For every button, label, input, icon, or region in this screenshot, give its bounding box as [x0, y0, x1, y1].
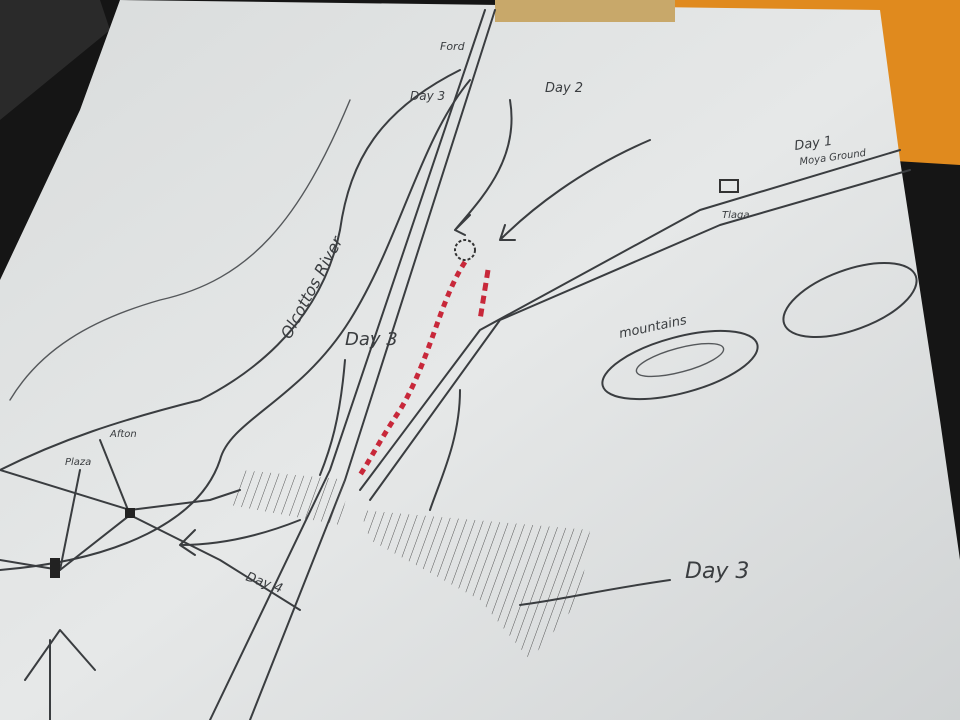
- building-icon: [719, 179, 739, 193]
- road-left-edge: [209, 9, 486, 720]
- hatched-field: [230, 470, 350, 525]
- label-day-2: Day 2: [545, 81, 583, 96]
- red-route-2: [477, 269, 491, 321]
- town-marker: [50, 558, 60, 578]
- label-town-1: Afton: [109, 429, 137, 440]
- town-roads: [0, 439, 301, 611]
- river-bank-left: [0, 69, 461, 471]
- mountain-contour-right: [782, 262, 918, 338]
- ridge-line-2: [369, 169, 911, 501]
- red-route: [357, 260, 468, 477]
- label-ford: Ford: [440, 40, 466, 53]
- label-day-3-center: Day 3: [345, 329, 398, 350]
- town-marker: [125, 508, 135, 518]
- tape: [495, 0, 675, 22]
- river-bank-right: [0, 79, 471, 571]
- mountain-contour-inner: [635, 342, 725, 378]
- contour: [9, 99, 351, 401]
- label-town-2: Plaza: [65, 457, 91, 468]
- dark-corner: [0, 0, 110, 120]
- label-day-3-right: Day 3: [685, 559, 749, 584]
- label-village: Tlaga: [722, 210, 750, 221]
- troop-arrows: [24, 99, 671, 720]
- hatched-field-2: [360, 510, 590, 660]
- ridge-line: [359, 149, 901, 491]
- mountain-contour: [601, 329, 759, 401]
- battle-star-icon: [454, 239, 476, 261]
- label-day-3-top: Day 3: [410, 89, 445, 103]
- label-day-1: Day 1: [793, 134, 833, 154]
